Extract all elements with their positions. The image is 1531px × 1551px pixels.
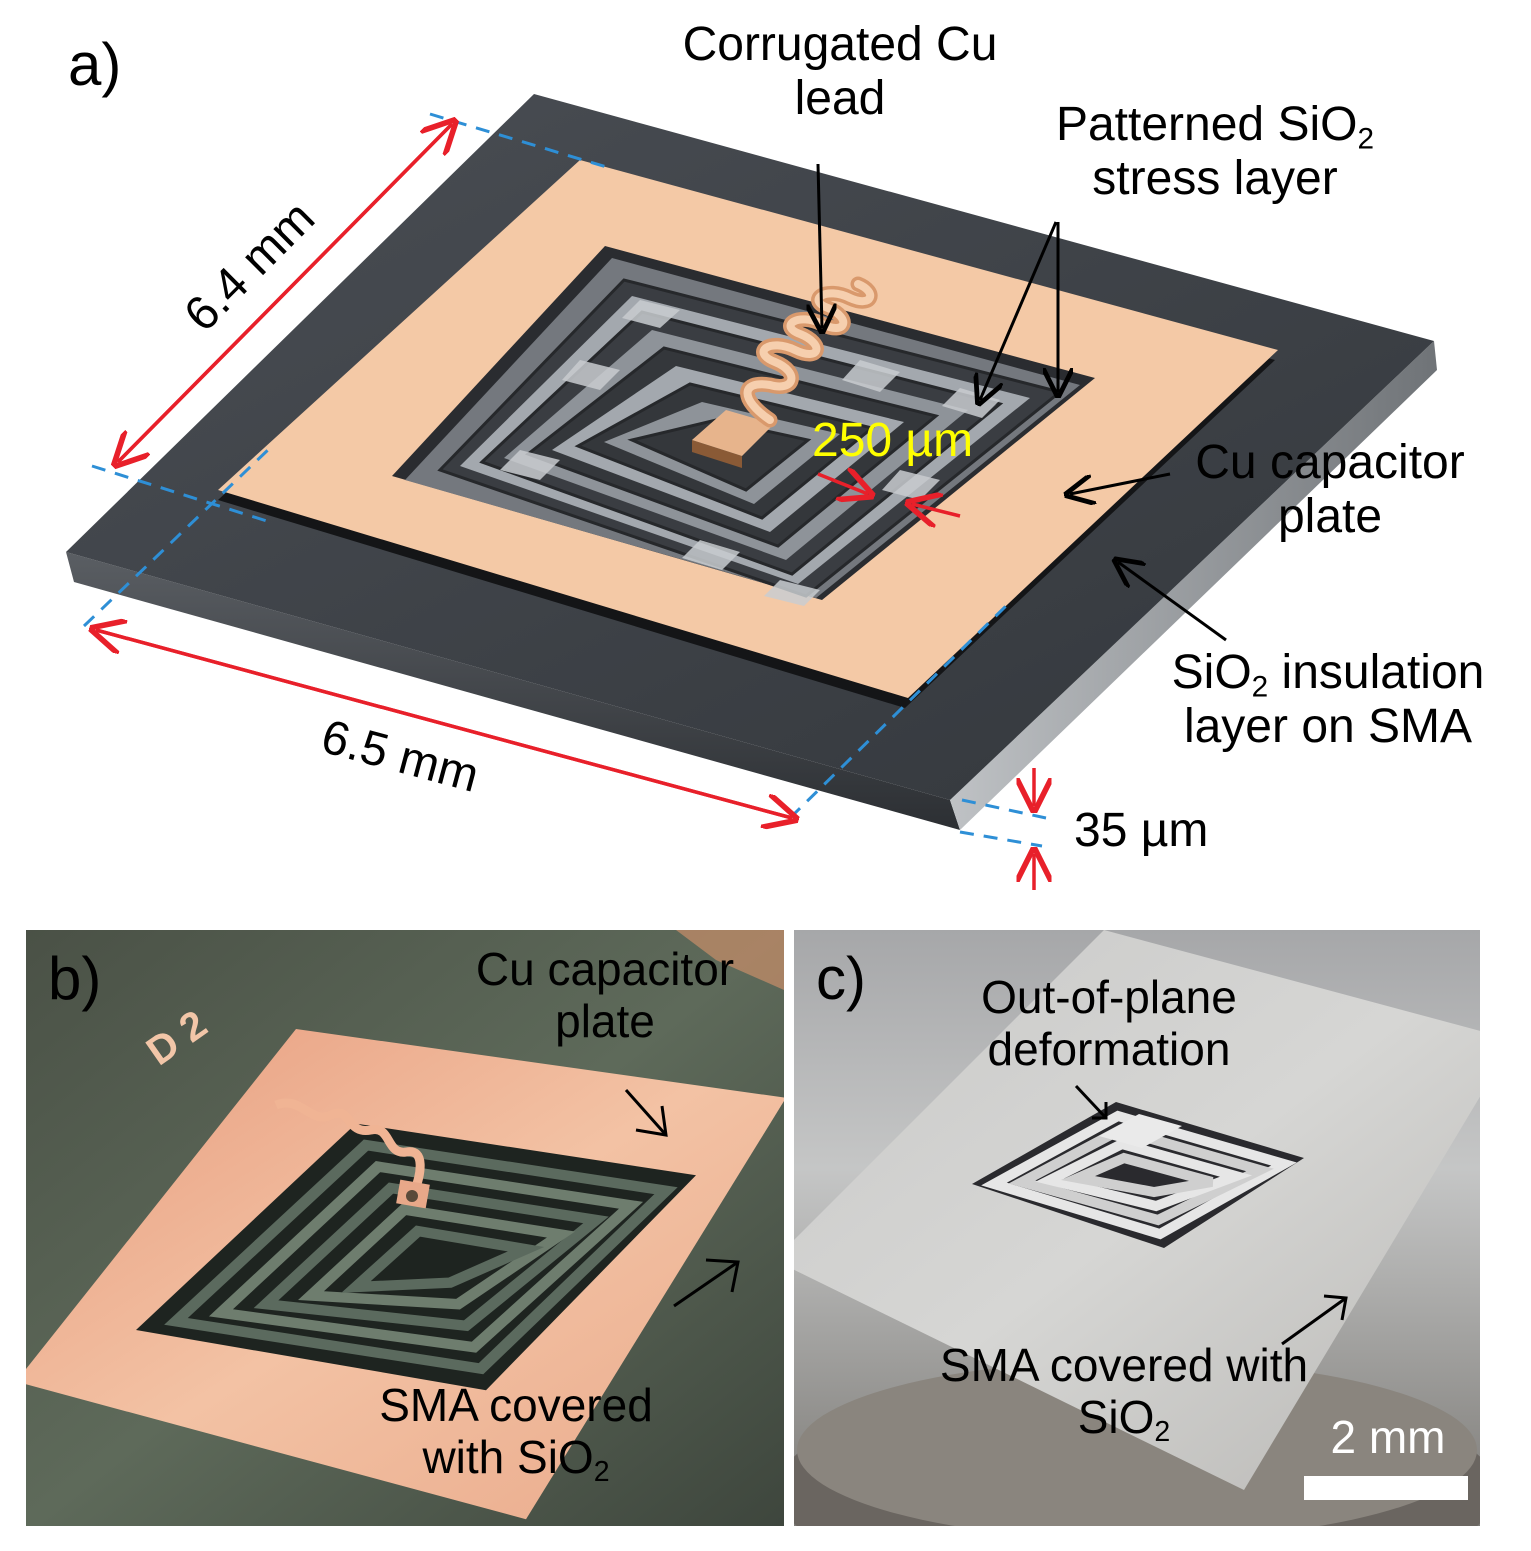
panel-c-letter: c) (816, 945, 866, 1012)
panel-b-image (26, 930, 784, 1526)
panel-b-corrugated-lead (274, 1098, 425, 1194)
panel-b-spiral-rings (164, 1139, 678, 1375)
label-cu-capacitor-plate: Cu capacitor plate (1160, 436, 1500, 544)
panel-c-label-sma: SMA covered with SiO2 (894, 1339, 1354, 1448)
label-patterned-sio2: Patterned SiO2 stress layer (1010, 98, 1420, 206)
panel-c-label-oop: Out-of-plane deformation (914, 971, 1304, 1075)
panel-b-sma-line2: with SiO2 (422, 1430, 610, 1488)
label-cu-plate-line1: Cu capacitor (1195, 436, 1465, 489)
panel-c-sma-line1: SMA covered with (939, 1339, 1309, 1391)
label-patterned-line2: stress layer (1092, 151, 1338, 205)
panel-c-spiral-window (972, 1102, 1304, 1248)
leader-arrows (818, 163, 1227, 642)
label-corrugated-cu-lead: Corrugated Cu lead (640, 18, 1040, 126)
panel-c-oop-line1: Out-of-plane (981, 971, 1237, 1023)
panel-divider (784, 930, 794, 1526)
label-250um: 250 µm (812, 414, 974, 467)
panel-c-photo: c) Out-of-plane deformation SMA covered … (794, 930, 1480, 1526)
panel-b-cu-line1: Cu capacitor (475, 943, 735, 995)
panel-c-oop-line2: deformation (987, 1022, 1231, 1075)
substrate-right-edge (950, 341, 1437, 830)
panel-b-label-sma: SMA covered with SiO2 (326, 1379, 706, 1488)
substrate-left-edge (66, 552, 960, 830)
panel-b-letter: b) (48, 945, 102, 1012)
panel-b-photo: b) D 2 Cu capacitor plate SMA covered wi… (26, 930, 784, 1526)
panel-b-label-cu-plate: Cu capacitor plate (430, 943, 780, 1047)
panel-b-sma-line1: SMA covered (379, 1379, 653, 1431)
center-pad (692, 410, 774, 456)
panel-c-scale-label: 2 mm (1330, 1411, 1446, 1463)
panel-c-spiral-rings (981, 1110, 1297, 1240)
panel-b-cu-line2: plate (555, 994, 655, 1047)
label-insulation-line2: layer on SMA (1183, 699, 1473, 753)
center-pad-side (692, 440, 742, 468)
panel-a-schematic (66, 94, 1437, 890)
label-sio2-insulation: SiO2 insulation layer on SMA (1138, 646, 1518, 754)
label-dim-35um: 35 µm (1074, 804, 1209, 857)
panel-c-image (794, 930, 1480, 1526)
label-corrugated-line2: lead (794, 71, 886, 125)
label-insulation-line1: SiO2 insulation (1171, 646, 1485, 704)
dimension-arrows (96, 124, 1034, 890)
label-corrugated-line1: Corrugated Cu (682, 18, 998, 71)
label-patterned-line1: Patterned SiO2 (1055, 98, 1375, 156)
panel-a-letter: a) (68, 31, 122, 98)
panel-c-scale-bar (1304, 1476, 1468, 1500)
label-cu-plate-line2: plate (1277, 489, 1383, 543)
panel-c-sma-line2: SiO2 (1077, 1390, 1171, 1448)
